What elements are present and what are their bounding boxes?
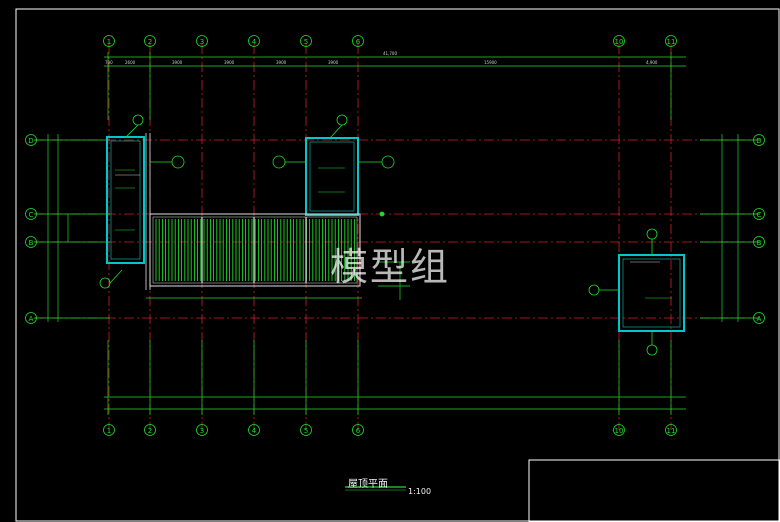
- dimension-lines: [34, 52, 760, 415]
- wall: [622, 258, 681, 328]
- axis-bubble: [753, 312, 765, 324]
- watermark: 模型组: [330, 245, 451, 289]
- dimension-text: 700 2600 3900 3900 3900 3900 15900 4,900…: [105, 51, 658, 65]
- axis-label-A: A: [29, 315, 34, 323]
- axis-label-C: C: [29, 211, 34, 219]
- axis-label-D: D: [756, 137, 761, 145]
- dim-text: 15900: [484, 60, 497, 65]
- column-axis-bubbles: [103, 35, 677, 436]
- axis-bubble: [613, 424, 625, 436]
- axis-bubble: [665, 424, 677, 436]
- wall: [305, 137, 359, 216]
- axis-bubble: [300, 424, 312, 436]
- detail-callouts: [99, 114, 658, 356]
- stair-well-mid: [305, 137, 359, 216]
- roof-outline: [152, 216, 358, 284]
- axis-bubble: [144, 35, 156, 47]
- axis-bubble: [352, 35, 364, 47]
- axis-bubble: [196, 424, 208, 436]
- axis-bubble: [103, 35, 115, 47]
- dim-text: 4,900: [646, 60, 658, 65]
- axis-bubble: [144, 424, 156, 436]
- axis-bubble: [25, 312, 37, 324]
- axis-bubble: [103, 424, 115, 436]
- wall: [106, 136, 145, 264]
- axis-bubble: [665, 35, 677, 47]
- stair-well-left: [106, 133, 151, 290]
- axis-label-B: B: [29, 239, 34, 247]
- axis-bubble: [25, 208, 37, 220]
- wall: [618, 254, 685, 332]
- stair-well-right: [618, 254, 685, 332]
- axis-label-B: B: [757, 239, 762, 247]
- axis-bubble: [753, 134, 765, 146]
- dim-text: 3900: [328, 60, 339, 65]
- title-block: [528, 459, 780, 522]
- axis-bubble: [300, 35, 312, 47]
- dim-text: 2600: [125, 60, 136, 65]
- axis-bubble: [613, 35, 625, 47]
- axis-label-2: 2: [148, 38, 152, 46]
- axis-bubble: [25, 134, 37, 146]
- axis-label-1: 1: [107, 427, 111, 435]
- dim-text: 700: [105, 60, 113, 65]
- column-axis-labels: 1 2 3 4 5 6 10 11 1 2 3 4 5 6 10 11: [107, 38, 676, 435]
- axis-label-5: 5: [304, 427, 308, 435]
- wall: [309, 141, 355, 212]
- axis-bubble: [753, 208, 765, 220]
- axis-label-4: 4: [252, 38, 257, 46]
- axis-label-10: 10: [615, 38, 624, 46]
- row-axis-labels: D C B A D C B A: [28, 137, 761, 323]
- axis-label-11: 11: [667, 38, 676, 46]
- wall: [110, 140, 141, 260]
- dim-text: 41,700: [383, 51, 397, 56]
- dim-text: 3900: [224, 60, 235, 65]
- axis-label-3: 3: [200, 427, 204, 435]
- axis-bubble: [196, 35, 208, 47]
- axis-bubble: [25, 236, 37, 248]
- axis-label-4: 4: [252, 427, 257, 435]
- roof-outline: [149, 213, 361, 287]
- axis-label-3: 3: [200, 38, 204, 46]
- axis-label-D: D: [28, 137, 33, 145]
- axis-label-11: 11: [667, 427, 676, 435]
- axis-label-6: 6: [356, 38, 361, 46]
- drawing-title: 屋顶平面: [348, 479, 388, 490]
- drawing-frame: [15, 8, 780, 522]
- axis-label-C: C: [757, 211, 762, 219]
- roof-slats: [149, 213, 361, 287]
- axis-label-6: 6: [356, 427, 361, 435]
- axis-label-A: A: [757, 315, 762, 323]
- axis-label-5: 5: [304, 38, 308, 46]
- axis-bubble: [248, 35, 260, 47]
- axis-label-1: 1: [107, 38, 111, 46]
- axis-label-10: 10: [615, 427, 624, 435]
- drawing-scale: 1:100: [408, 487, 432, 496]
- axis-bubble: [352, 424, 364, 436]
- dim-text: 3900: [276, 60, 287, 65]
- axis-bubble: [753, 236, 765, 248]
- axis-label-2: 2: [148, 427, 152, 435]
- dim-text: 3900: [172, 60, 183, 65]
- axis-bubble: [248, 424, 260, 436]
- row-axis-bubbles: [25, 134, 765, 324]
